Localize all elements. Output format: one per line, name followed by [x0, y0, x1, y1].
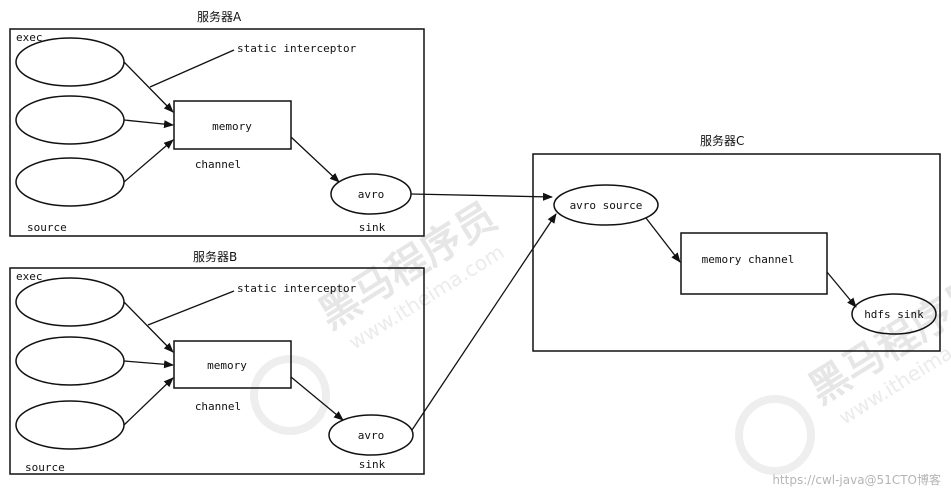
server-b-sink-label: sink [359, 458, 386, 471]
watermark-logo-2 [735, 395, 815, 475]
server-c-hdfs-sink-label: hdfs sink [864, 308, 924, 321]
server-a-exec-source-1 [15, 37, 125, 87]
server-a-edge-src2-memory [123, 119, 174, 129]
server-c-avro-source-label: avro source [570, 199, 643, 212]
server-c-box [532, 153, 941, 352]
server-b-edge-src3-memory [123, 377, 174, 426]
server-c-avro-source [553, 184, 659, 226]
server-c-memory-channel-label: memory channel [702, 253, 795, 266]
watermark-logo [250, 355, 330, 435]
server-b-interceptor-label: static interceptor [237, 282, 357, 295]
server-a-interceptor-line [149, 49, 235, 88]
server-a-memory-channel-box [173, 100, 292, 150]
server-a-avro-label: avro [358, 188, 385, 201]
server-a-edge-memory-sink [290, 136, 340, 183]
server-c: 服务器C avro source memory channel hdfs sin… [532, 133, 941, 352]
server-b-exec-source-1 [15, 277, 125, 327]
server-a-channel-label: channel [195, 158, 241, 171]
server-a-exec-source-3 [15, 157, 125, 207]
server-b-exec-source-2 [15, 336, 125, 386]
server-a-edge-src3-memory [123, 139, 174, 183]
server-c-edge-channel-hdfs [826, 271, 857, 308]
footer-credit: https://cwl-java@51CTO博客 [772, 473, 941, 487]
server-a-edge-src1-memory [123, 61, 174, 113]
server-b-memory-label: memory [207, 359, 247, 372]
server-c-title: 服务器C [700, 133, 744, 148]
server-a-interceptor-label: static interceptor [237, 42, 357, 55]
server-b-avro-label: avro [358, 429, 385, 442]
server-b-source-label: source [25, 461, 65, 474]
server-b: 服务器B exec source memory channel static i… [9, 249, 425, 475]
server-b-memory-channel-box [173, 340, 292, 389]
server-a-box [9, 28, 425, 237]
server-c-edge-source-channel [645, 217, 681, 263]
server-b-interceptor-line [147, 290, 235, 326]
server-b-exec-label: exec [16, 270, 43, 283]
server-a-exec-label: exec [16, 31, 43, 44]
server-b-edge-src1-memory [123, 301, 174, 353]
server-a-title: 服务器A [197, 9, 242, 24]
server-b-edge-src2-memory [123, 360, 174, 369]
server-b-exec-source-3 [15, 400, 125, 450]
server-b-avro-sink [328, 414, 414, 456]
edge-server-a-sink-to-server-c-source [410, 192, 553, 201]
server-a-sink-label: sink [359, 221, 386, 234]
server-a: 服务器A exec source memory channel static i… [9, 9, 425, 237]
server-a-memory-label: memory [212, 120, 252, 133]
edge-server-b-sink-to-server-c-source [411, 213, 557, 431]
server-a-source-label: source [27, 221, 67, 234]
server-b-box [9, 267, 425, 475]
server-c-memory-channel-box [680, 232, 828, 295]
server-b-channel-label: channel [195, 400, 241, 413]
server-b-edge-memory-sink [290, 376, 344, 421]
server-c-hdfs-sink [851, 293, 937, 335]
server-b-title: 服务器B [193, 249, 237, 264]
server-a-exec-source-2 [15, 95, 125, 145]
